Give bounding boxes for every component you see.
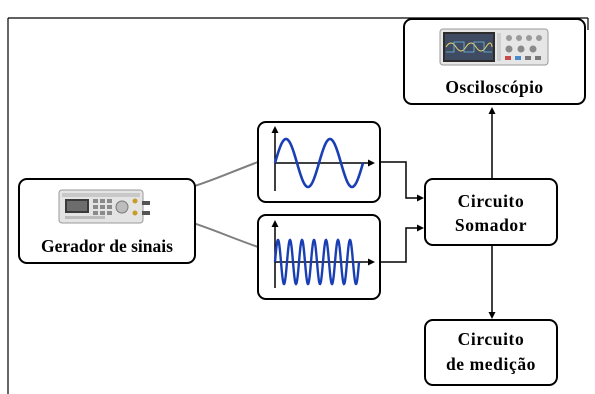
high-freq-signal-box [257,214,381,300]
oscilloscope-block: Osciloscópio [403,18,586,105]
generator-block: Gerador de sinais [18,178,196,264]
signal-generator-icon [58,189,150,224]
measurement-block: Circuito de medição [424,319,558,386]
arrow-into-summer-top [417,194,424,202]
arrow-into-measurement [488,312,496,319]
oscilloscope-label: Osciloscópio [445,77,544,97]
low-freq-waveform [273,137,365,189]
arrow-into-oscilloscope [488,107,496,114]
high-freq-sine-icon [271,220,375,288]
generator-label: Gerador de sinais [41,236,173,256]
arrow-into-summer-bottom [417,224,424,232]
connector-low-freq-to-summer [380,161,420,199]
summer-label-line2: Somador [454,215,528,235]
measurement-label-line2: de medição [445,354,537,374]
low-freq-sine-icon [271,126,375,191]
summer-block: Circuito Somador [424,178,558,246]
summer-label-line1: Circuito [457,191,525,211]
connector-high-freq-to-summer [380,227,420,263]
measurement-label-line1: Circuito [457,329,525,349]
high-freq-waveform [273,238,361,286]
oscilloscope-icon [439,28,549,66]
low-freq-signal-box [257,121,381,203]
